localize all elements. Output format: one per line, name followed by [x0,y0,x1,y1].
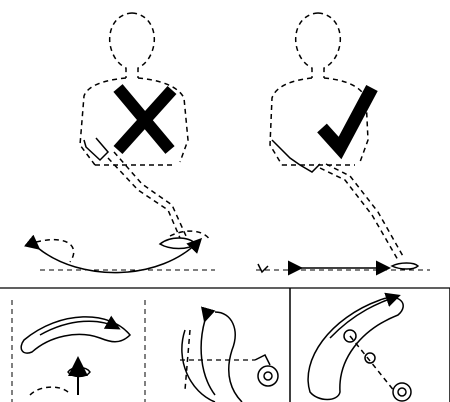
left-detector-coil [160,238,196,249]
side-sweep-detail [180,312,278,402]
right-figure-head [296,13,318,78]
left-detector-shaft [108,158,180,238]
right-figure-torso [270,78,312,165]
bottom-panels-frame [0,288,450,402]
cross-mark-icon [118,88,172,150]
left-figure-arm [84,138,108,160]
left-figure-head [110,13,132,78]
right-figure-arm [272,140,320,172]
right-detector-shaft [320,168,398,260]
right-detector-coil [392,263,418,269]
wrong-swing-panel [36,13,215,273]
left-swing-arc [38,240,200,273]
correct-swing-panel [256,13,430,272]
arc-sweep-detail [21,317,130,395]
diagonal-sweep-detail [308,296,411,401]
check-mark-icon [322,88,372,148]
